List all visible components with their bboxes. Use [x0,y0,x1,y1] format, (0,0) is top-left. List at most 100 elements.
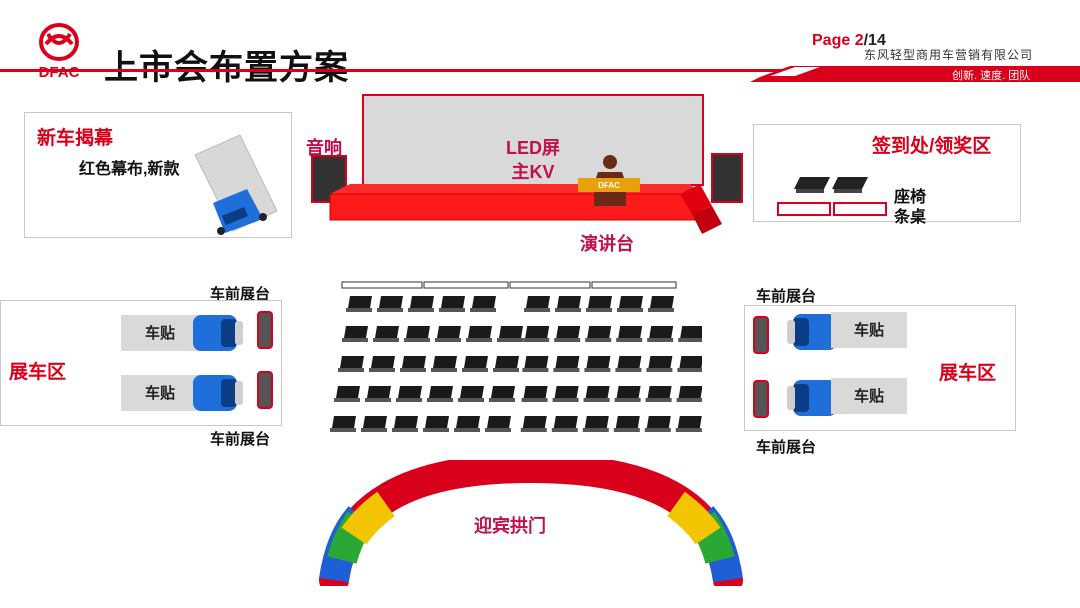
car-reveal-area: 新车揭幕 红色幕布,新款 [24,112,292,238]
audience-chair [336,386,360,398]
audience-chair-base [489,398,515,402]
front-table [341,281,423,289]
audience-chair-base [523,338,550,342]
audience-chair [437,326,461,338]
audience-chair [679,356,702,368]
audience-chair [678,386,702,398]
page-prefix: Page [812,32,855,49]
audience-chair-base [427,398,453,402]
audience-chair-base [408,308,434,312]
audience-chair [586,356,611,368]
audience-chair-base [396,398,422,402]
right-sticker-2: 车贴 [831,378,907,414]
audience-chair-base [470,308,496,312]
audience-chair [491,386,515,398]
left-sticker-1: 车贴 [121,315,199,351]
audience-chair [618,326,643,338]
audience-chair-base [454,428,480,432]
right-sticker-1: 车贴 [831,312,907,348]
logo-text: DFAC [39,64,80,81]
audience-chair [585,386,610,398]
podium-label: 演讲台 [580,234,634,254]
audience-chair [495,356,519,368]
audience-chair-base [615,368,642,372]
front-table [591,281,677,289]
audience-chair-base [613,428,640,432]
left-platform-label-bottom: 车前展台 [210,431,271,448]
audience-chair [556,326,581,338]
audience-chair [367,386,391,398]
audience-chair-base [330,428,356,432]
audience-chair [524,356,549,368]
audience-chair [468,326,492,338]
audience-chair-base [373,338,399,342]
audience-chair [460,386,484,398]
audience-chair-base [524,308,550,312]
audience-chair-base [645,398,672,402]
slogan: 创新. 速度. 团队 [952,70,1031,82]
audience-chair-base [585,338,612,342]
audience-chair [464,356,488,368]
page-indicator: Page 2/14 [812,32,886,50]
front-platform [753,316,769,354]
audience-chair-base [582,428,609,432]
audience-chair [398,386,422,398]
right-speaker [711,153,743,203]
audience-chair-base [404,338,430,342]
audience-chair [677,416,702,428]
page-title: 上市会布置方案 [104,49,349,87]
right-display-zone: 车贴 车贴 展车区 [744,305,1016,431]
audience-chair-base [431,368,457,372]
right-zone-title: 展车区 [939,363,997,384]
right-platform-label-bottom: 车前展台 [756,439,817,456]
screen-line1: LED屏 [506,138,560,158]
audience-chair-base [435,338,461,342]
audience-chair-base [522,368,549,372]
audience-chair-base [552,398,579,402]
audience-chair [472,296,496,308]
page-current: 2 [854,32,864,49]
audience-chair [648,356,673,368]
dfac-logo: DFAC [39,23,80,81]
audience-chair-base [521,398,548,402]
front-table [423,281,509,289]
covered-truck-icon [194,134,278,235]
audience-chair-base [361,428,387,432]
audience-chair-base [676,398,702,402]
left-platform-label-top: 车前展台 [210,286,271,303]
audience-chair-base [346,308,372,312]
audience-chair-base [616,338,643,342]
truck-front-icon [787,380,837,416]
chair-label: 座椅 [894,189,927,206]
audience-chair [557,296,581,308]
audience-chair [680,326,702,338]
left-sticker-2: 车贴 [121,375,199,411]
audience-chair [433,356,457,368]
audience-chair [650,296,674,308]
audience-chair [487,416,511,428]
audience-chair [406,326,430,338]
audience-chair [410,296,434,308]
front-table [509,281,591,289]
audience-chair [615,416,640,428]
audience-chair [584,416,609,428]
audience-chair-base [392,428,418,432]
front-platform [257,371,273,409]
audience-chair-base [520,428,547,432]
audience-chair [649,326,674,338]
company-name: 东风轻型商用车营销有限公司 [864,48,1034,62]
right-platform-label-top: 车前展台 [756,288,817,305]
audience-chair [402,356,426,368]
audience-chair [425,416,449,428]
audience-chair [499,326,523,338]
audience-chair-base [553,368,580,372]
audience-chair [344,326,368,338]
audience-chair-base [677,368,702,372]
audience-chair-base [400,368,426,372]
arch-label: 迎宾拱门 [474,516,546,536]
table-label: 条桌 [894,209,927,226]
audience-chair-base [369,368,395,372]
audience-chair-base [462,368,488,372]
left-zone-title: 展车区 [9,362,67,383]
audience-chair-base [458,398,484,402]
